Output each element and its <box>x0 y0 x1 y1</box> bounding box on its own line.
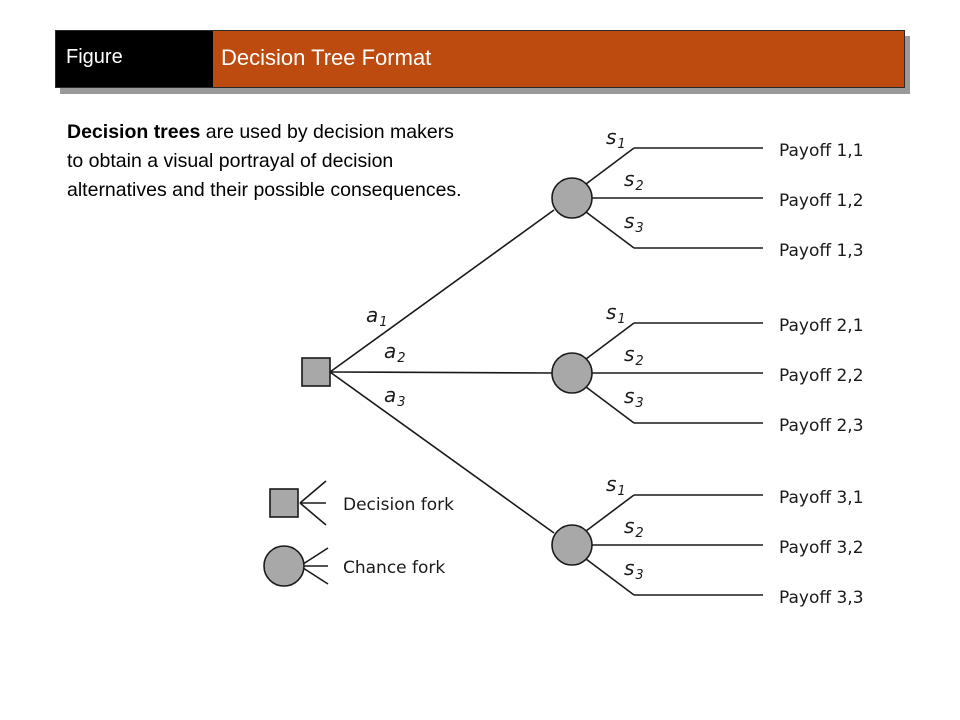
state-label-3-1: s1 <box>606 472 626 499</box>
payoff-label-2-3: Payoff 2,3 <box>779 416 864 436</box>
state-label-1-3: s3 <box>624 209 644 236</box>
state-label-2-3: s3 <box>624 384 644 411</box>
action-label-2: a2 <box>384 339 406 366</box>
chance-node-1 <box>551 177 593 219</box>
action-label-1: a1 <box>366 303 388 330</box>
state-label-2-1: s1 <box>606 300 626 327</box>
figure-label: Figure <box>56 31 213 87</box>
payoff-label-1-3: Payoff 1,3 <box>779 241 864 261</box>
action-branch-1 <box>329 209 555 373</box>
legend-decision-label: Decision fork <box>343 495 454 515</box>
payoff-label-3-2: Payoff 3,2 <box>779 538 864 558</box>
state-branch-2-3 <box>585 386 635 424</box>
legend-decision-square <box>269 488 299 518</box>
page-title: Decision Tree Format <box>213 31 904 87</box>
state-label-1-1: s1 <box>606 125 626 152</box>
title-bar: Figure Decision Tree Format <box>55 30 905 88</box>
legend-chance-branch-3 <box>299 565 329 585</box>
action-branch-3 <box>329 371 555 534</box>
payoff-label-1-1: Payoff 1,1 <box>779 141 864 161</box>
payoff-label-3-1: Payoff 3,1 <box>779 488 864 508</box>
state-label-2-2: s2 <box>624 342 644 369</box>
decision-node <box>301 357 331 387</box>
chance-node-3 <box>551 524 593 566</box>
chance-node-2 <box>551 352 593 394</box>
state-branch-3-3 <box>585 558 635 596</box>
description-text: Decision trees are used by decision make… <box>67 118 467 205</box>
legend-decision-branch-3 <box>299 502 327 526</box>
description-rest: are used by decision makers to obtain a … <box>67 121 462 201</box>
payoff-label-2-1: Payoff 2,1 <box>779 316 864 336</box>
state-label-3-3: s3 <box>624 556 644 583</box>
legend-decision-branch-1 <box>299 480 327 504</box>
legend-chance-circle <box>263 545 305 587</box>
payoff-label-2-2: Payoff 2,2 <box>779 366 864 386</box>
state-branch-1-3 <box>585 211 635 249</box>
action-branch-2 <box>329 371 555 374</box>
payoff-label-1-2: Payoff 1,2 <box>779 191 864 211</box>
state-branch-3-1 <box>585 494 635 532</box>
legend-chance-label: Chance fork <box>343 558 445 578</box>
state-label-1-2: s2 <box>624 167 644 194</box>
description-bold: Decision trees <box>67 121 201 143</box>
state-branch-2-1 <box>585 322 635 360</box>
legend-chance-branch-1 <box>299 547 329 567</box>
state-label-3-2: s2 <box>624 514 644 541</box>
payoff-label-3-3: Payoff 3,3 <box>779 588 864 608</box>
action-label-3: a3 <box>384 383 406 410</box>
state-branch-1-1 <box>585 147 635 185</box>
